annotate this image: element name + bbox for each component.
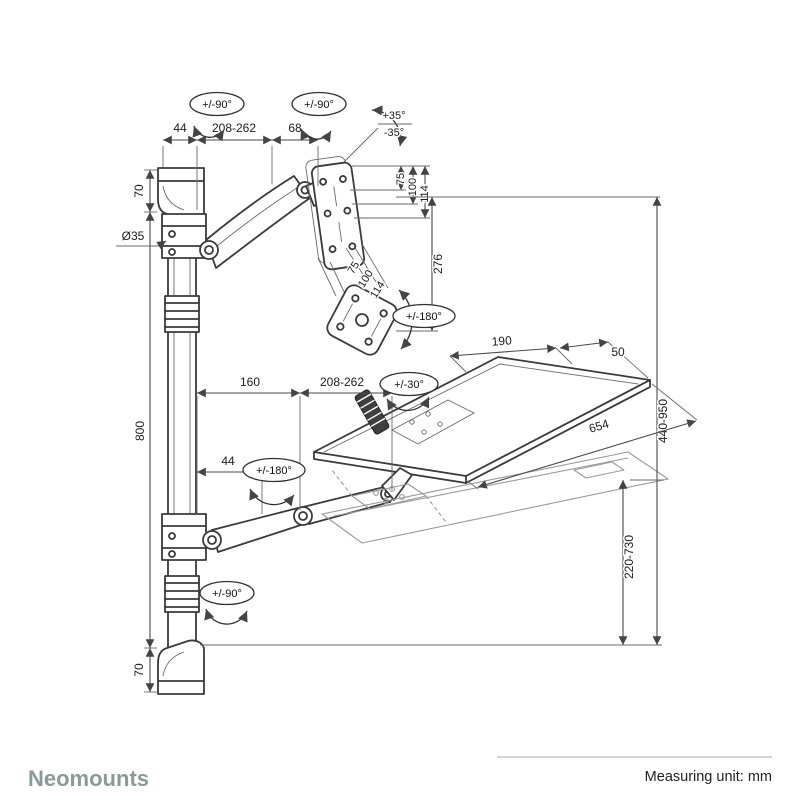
- dim-tray-width: 654: [587, 417, 610, 436]
- dim-keyboard-height-range: 220-730: [622, 535, 636, 579]
- dim-lower-arm-offset: 160: [240, 375, 260, 389]
- svg-text:+/-180°: +/-180°: [406, 311, 442, 323]
- ribbed-spring: [354, 389, 390, 435]
- dim-pole-width: 44: [173, 121, 187, 135]
- lower-collar: [164, 575, 200, 613]
- rotation-badge-head-top: +/-90°: [291, 91, 347, 117]
- dim-top-bracket-height: 70: [132, 184, 146, 198]
- dim-head-offset: 68: [288, 121, 302, 135]
- rotation-badge-lower-arm: +/-180°: [242, 457, 306, 483]
- svg-text:+/-90°: +/-90°: [202, 99, 232, 111]
- svg-text:+/-90°: +/-90°: [212, 588, 242, 600]
- dim-tray-lip: 50: [611, 345, 625, 359]
- footer: Neomounts Measuring unit: mm: [28, 756, 772, 791]
- rotation-badge-pole-bottom: +/-90°: [199, 580, 255, 606]
- svg-text:+/-180°: +/-180°: [256, 465, 292, 477]
- rotation-annotations: +/-90° +/-90° +/-180° +/-30° +/-180° +/-…: [189, 91, 456, 625]
- dim-rail-length: 800: [133, 421, 147, 441]
- svg-text:+/-30°: +/-30°: [394, 379, 424, 391]
- dim-vesa-75: 75: [395, 173, 407, 185]
- vesa-plate-top: [310, 161, 366, 271]
- dimensions: 44 208-262 68 +35° -35° 70 800 70 Ø35 75: [116, 105, 698, 693]
- vesa-plate-rotated: [326, 284, 398, 356]
- dim-head-drop: 276: [431, 254, 445, 274]
- worktop-assembly: [313, 356, 651, 484]
- svg-text:+/-90°: +/-90°: [304, 99, 334, 111]
- dim-height-range: 440-950: [656, 399, 670, 443]
- lower-arm-seg1: [211, 507, 305, 553]
- upper-arm-assembly: [199, 156, 398, 356]
- rotation-badge-worktop: +/-30°: [379, 371, 439, 397]
- dim-lower-arm-reach: 208-262: [320, 375, 364, 389]
- rotation-badge-vesa: +/-180°: [392, 303, 456, 329]
- brand-logo: Neomounts: [28, 766, 149, 791]
- dim-vesa-100: 100: [407, 178, 419, 196]
- dim-tray-depth: 190: [491, 333, 512, 348]
- dim-tilt-down: -35°: [384, 127, 404, 139]
- dim-vesa-114: 114: [419, 185, 431, 203]
- dim-upper-arm-reach: 208-262: [212, 121, 256, 135]
- bottom-wall-bracket: [157, 639, 205, 695]
- rotation-badge-pole-top: +/-90°: [189, 91, 245, 117]
- dim-tilt-up: +35°: [382, 110, 405, 122]
- dim-lower-shoulder: 44: [221, 454, 235, 468]
- dim-bottom-bracket-height: 70: [132, 663, 146, 677]
- lower-arm-seg2: [302, 486, 391, 525]
- dim-pole-diameter: Ø35: [122, 229, 145, 243]
- upper-collar: [164, 295, 200, 333]
- measuring-unit-label: Measuring unit: mm: [645, 769, 772, 785]
- wall-rail: [157, 167, 207, 695]
